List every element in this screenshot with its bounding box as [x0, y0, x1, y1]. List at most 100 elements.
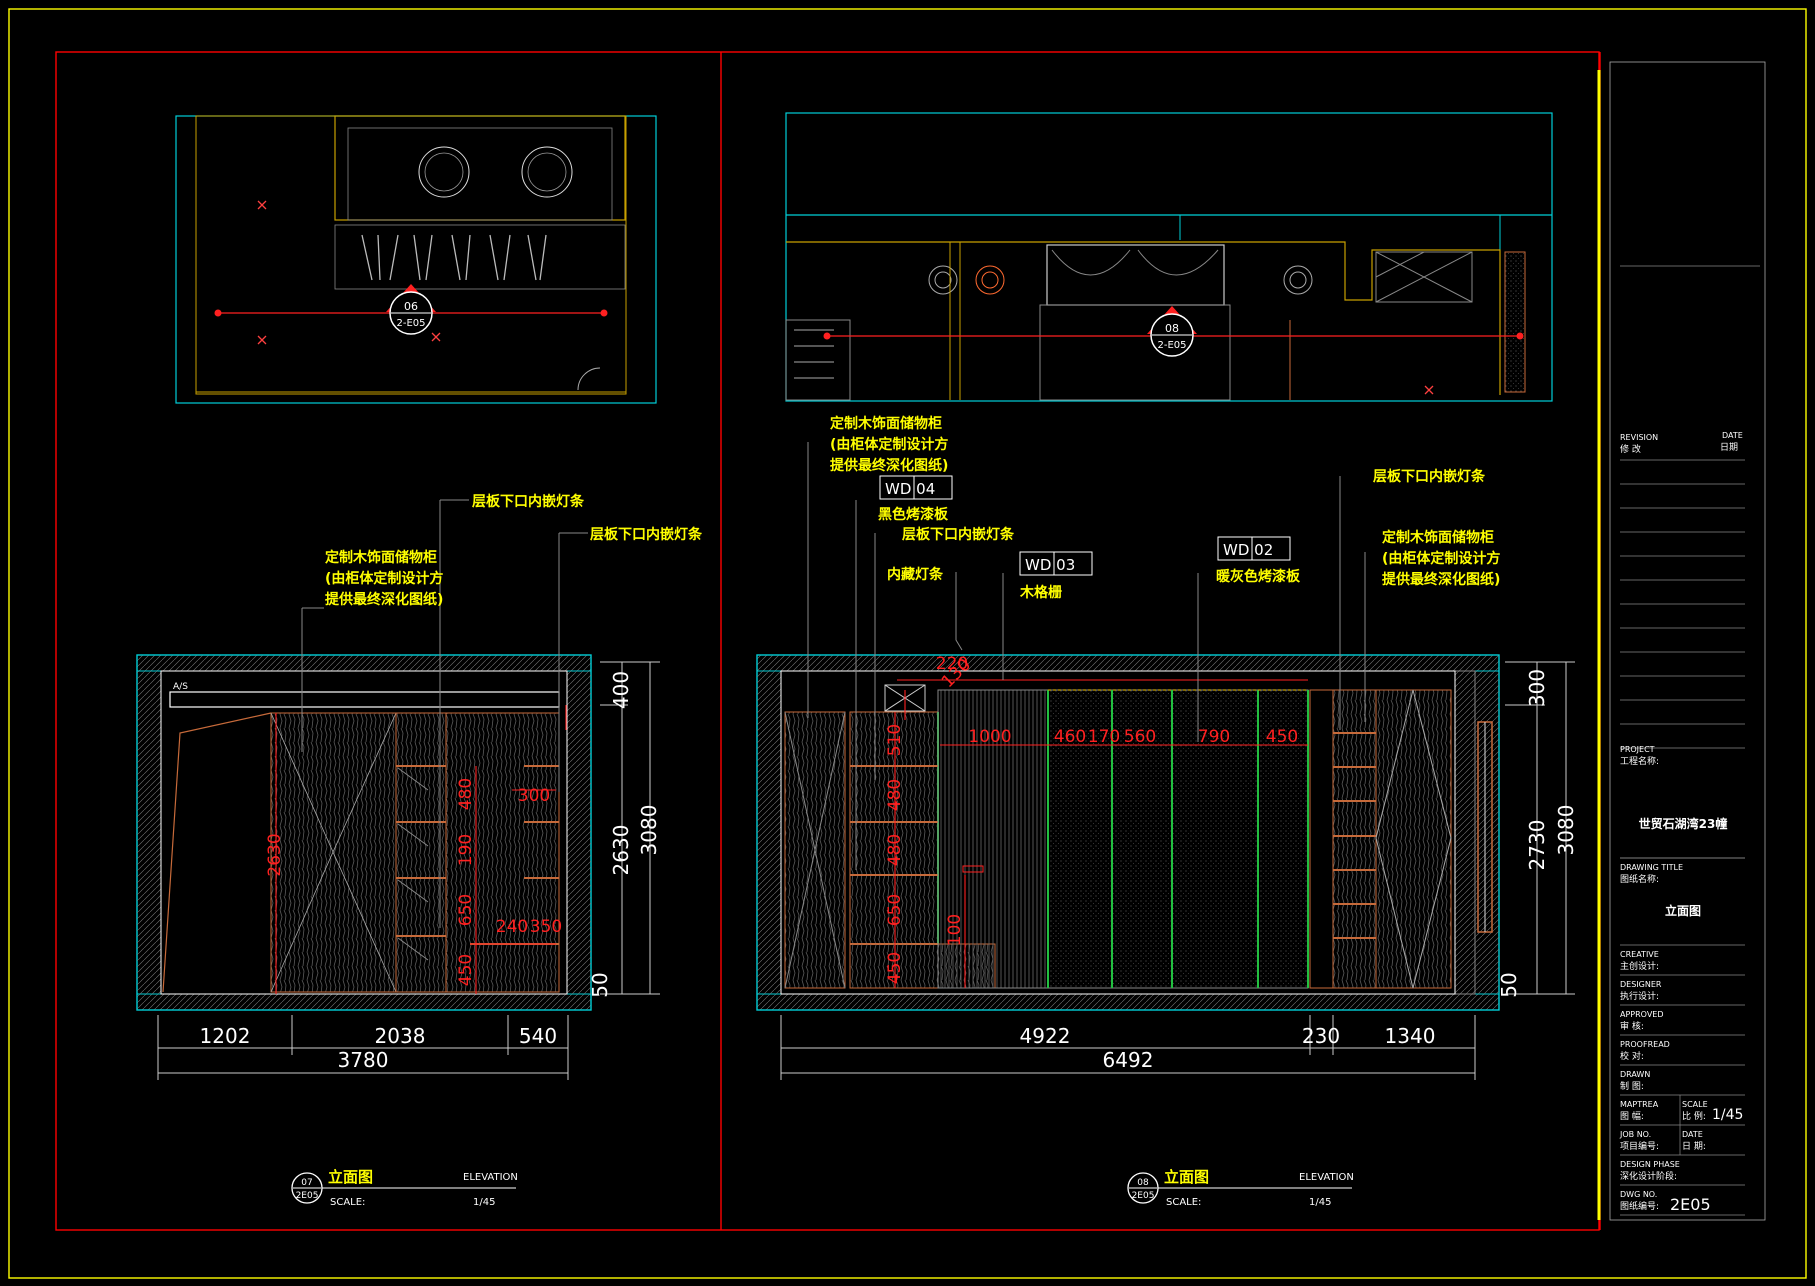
- right-tag-wd04: WD 04: [885, 480, 935, 498]
- tb-design-cn: 深化设计阶段:: [1620, 1170, 1677, 1182]
- left-plan-marker-sheet: 2-E05: [396, 318, 425, 329]
- tb-maptrea-cn: 图 幅:: [1620, 1110, 1644, 1122]
- tb-drawing-title: 立面图: [1665, 903, 1701, 918]
- tb-revision-cn: 修 改: [1620, 443, 1641, 455]
- left-strip-note-b: 层板下口内嵌灯条: [590, 526, 703, 543]
- tb-scale-label: SCALE: [1682, 1100, 1708, 1109]
- left-plan: 06 2-E05: [175, 115, 657, 404]
- right-dim-top-1000: 1000: [968, 727, 1011, 747]
- right-dim-right-3080: 3080: [1554, 805, 1578, 856]
- left-dim-inner-450: 450: [456, 954, 476, 986]
- right-elevation-title: 08 2E05 立面图 ELEVATION SCALE: 1/45: [1127, 1168, 1354, 1208]
- right-cabinet-note-3: 提供最终深化图纸): [830, 457, 948, 474]
- left-dim-inner-190: 190: [456, 834, 476, 866]
- right-dim-bottom-6492: 6492: [1103, 1048, 1154, 1072]
- right-title-cn: 立面图: [1164, 1168, 1209, 1186]
- drawing-border: [55, 51, 1600, 1231]
- right-cabinet-note-2: (由柜体定制设计方: [830, 436, 948, 453]
- tb-dwg-no: 2E05: [1670, 1195, 1711, 1214]
- right-tag-wd02: WD 02: [1223, 541, 1273, 559]
- tb-date2-label: DATE: [1682, 1130, 1703, 1139]
- right-plan-marker-number: 08: [1165, 322, 1179, 335]
- tb-scale-cn: 比 例:: [1682, 1110, 1706, 1122]
- tb-job-cn: 项目编号:: [1620, 1140, 1659, 1152]
- left-dim-bottom-3780: 3780: [338, 1048, 389, 1072]
- tb-revision-label: REVISION: [1620, 433, 1658, 442]
- right-dim-left-510: 510: [885, 724, 905, 756]
- right-elevation: 220 130 1000 460 170 560 790 450 510 480…: [756, 415, 1578, 1080]
- tb-approved-label: APPROVED: [1620, 1010, 1664, 1019]
- tb-designer-cn: 执行设计:: [1620, 990, 1659, 1002]
- left-dim-inner-480: 480: [456, 778, 476, 810]
- tb-maptrea-label: MAPTREA: [1620, 1100, 1659, 1109]
- right-dim-right-50: 50: [1497, 972, 1521, 997]
- right-dim-left-100: 100: [945, 914, 965, 946]
- left-dim-inner-350: 350: [530, 917, 562, 937]
- right-dim-top-560: 560: [1124, 727, 1156, 747]
- right-title-en: ELEVATION: [1299, 1172, 1354, 1183]
- tb-date-label: DATE: [1722, 431, 1743, 440]
- right-dim-left-480a: 480: [885, 779, 905, 811]
- right-dim-top-460: 460: [1054, 727, 1086, 747]
- right-plan-marker-sheet: 2-E05: [1157, 340, 1186, 351]
- tb-drawing-title-cn: 图纸名称:: [1620, 873, 1659, 885]
- left-elevation-title: 07 2E05 立面图 ELEVATION SCALE: 1/45: [291, 1168, 518, 1208]
- left-dim-inner-2630: 2630: [265, 833, 285, 876]
- tb-drawing-title-label: DRAWING TITLE: [1620, 863, 1683, 872]
- right-dim-right-2730: 2730: [1525, 820, 1549, 871]
- tb-project-label: PROJECT: [1620, 745, 1655, 754]
- left-dim-bottom-1202: 1202: [200, 1024, 251, 1048]
- right-tag-wd03-desc: 木格栅: [1019, 584, 1062, 601]
- right-title-scale: 1/45: [1309, 1197, 1331, 1208]
- tb-drawn-label: DRAWN: [1620, 1070, 1650, 1079]
- left-dim-right-400: 400: [609, 671, 633, 709]
- left-rail-label: A/S: [173, 682, 188, 692]
- tb-approved-cn: 审 核:: [1620, 1020, 1644, 1032]
- left-title-scale-label: SCALE:: [330, 1197, 365, 1208]
- right-hidden-strip-note: 内藏灯条: [887, 566, 944, 583]
- tb-creative-cn: 主创设计:: [1620, 960, 1659, 972]
- right-title-scale-label: SCALE:: [1166, 1197, 1201, 1208]
- left-title-number: 07: [301, 1178, 312, 1188]
- left-dim-inner-300: 300: [518, 786, 550, 806]
- right-dim-top-220: 220: [936, 654, 968, 674]
- right-plan: 08 2-E05: [785, 112, 1553, 402]
- left-dim-bottom-540: 540: [519, 1024, 557, 1048]
- left-title-scale: 1/45: [473, 1197, 495, 1208]
- right-cabinet-r-note-2: (由柜体定制设计方: [1382, 550, 1500, 567]
- right-dim-top-170: 170: [1088, 727, 1120, 747]
- left-title-sheet: 2E05: [296, 1191, 319, 1201]
- left-plan-marker-number: 06: [404, 300, 418, 313]
- tb-date2-cn: 日 期:: [1682, 1141, 1706, 1152]
- left-dim-inner-650: 650: [456, 894, 476, 926]
- tb-designer-label: DESIGNER: [1620, 980, 1662, 989]
- right-dim-bottom-1340: 1340: [1385, 1024, 1436, 1048]
- tb-creative-label: CREATIVE: [1620, 950, 1659, 959]
- left-dim-right-3080: 3080: [637, 805, 661, 856]
- right-dim-bottom-230: 230: [1302, 1024, 1340, 1048]
- left-title-en: ELEVATION: [463, 1172, 518, 1183]
- right-dim-left-450: 450: [885, 952, 905, 984]
- tb-project-cn: 工程名称:: [1620, 755, 1659, 767]
- right-strip-note-left: 层板下口内嵌灯条: [902, 526, 1015, 543]
- tb-dwg-cn: 图纸编号:: [1620, 1200, 1659, 1212]
- right-dim-top-790: 790: [1198, 727, 1230, 747]
- right-dim-left-480b: 480: [885, 834, 905, 866]
- left-cabinet-note-1: 定制木饰面储物柜: [325, 549, 437, 566]
- tb-job-label: JOB NO.: [1619, 1130, 1651, 1139]
- right-tag-wd04-desc: 黑色烤漆板: [878, 506, 949, 523]
- right-title-sheet: 2E05: [1132, 1191, 1155, 1201]
- right-dim-left-650: 650: [885, 894, 905, 926]
- tb-scale-value: 1/45: [1712, 1107, 1743, 1123]
- tb-date-cn: 日期: [1720, 442, 1738, 453]
- right-dim-right-300: 300: [1525, 669, 1549, 707]
- right-tag-wd02-desc: 暖灰色烤漆板: [1216, 568, 1301, 585]
- right-strip-note-right: 层板下口内嵌灯条: [1373, 468, 1486, 485]
- tb-dwg-label: DWG NO.: [1620, 1190, 1657, 1199]
- left-cabinet-note-3: 提供最终深化图纸): [325, 591, 443, 608]
- tb-project-name: 世贸石湖湾23幢: [1639, 816, 1728, 831]
- left-dim-bottom-2038: 2038: [375, 1024, 426, 1048]
- tb-proofread-cn: 校 对:: [1620, 1050, 1644, 1062]
- left-strip-note-a: 层板下口内嵌灯条: [472, 493, 585, 510]
- right-cabinet-note-1: 定制木饰面储物柜: [830, 415, 942, 432]
